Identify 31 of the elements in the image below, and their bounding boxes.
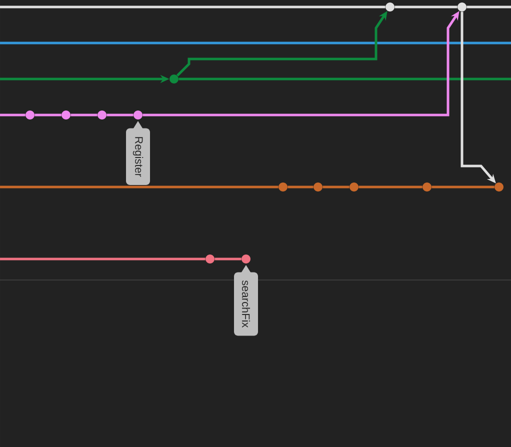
branch-line <box>394 6 458 8</box>
branch-line <box>178 78 511 80</box>
commit-dot <box>62 110 70 120</box>
branch-line <box>0 186 278 188</box>
commit-dot <box>134 110 142 120</box>
commit-dot <box>314 182 322 192</box>
branch-line <box>106 114 134 116</box>
commit-dot <box>278 182 288 192</box>
tag-label: Register <box>126 121 150 185</box>
branch-line <box>70 114 98 116</box>
commit-dot <box>98 110 106 120</box>
branch-line <box>0 114 26 116</box>
branch-line <box>0 6 386 8</box>
commit-dot <box>494 182 504 192</box>
commit-dot <box>386 2 394 12</box>
branch-line <box>322 186 350 188</box>
branch-line <box>466 6 511 8</box>
commit-dot <box>458 2 466 12</box>
branch-line <box>358 186 422 188</box>
commit-dot <box>170 74 178 84</box>
branch-line <box>432 186 494 188</box>
commit-dot <box>206 254 214 264</box>
tag-label: searchFix <box>234 265 258 336</box>
commit-dot <box>350 182 358 192</box>
branch-line <box>0 258 206 260</box>
branch-line <box>288 186 314 188</box>
branch-line <box>34 114 62 116</box>
branch-line <box>214 258 242 260</box>
commit-dot <box>242 254 250 264</box>
commit-dot <box>26 110 34 120</box>
commit-dot <box>422 182 432 192</box>
